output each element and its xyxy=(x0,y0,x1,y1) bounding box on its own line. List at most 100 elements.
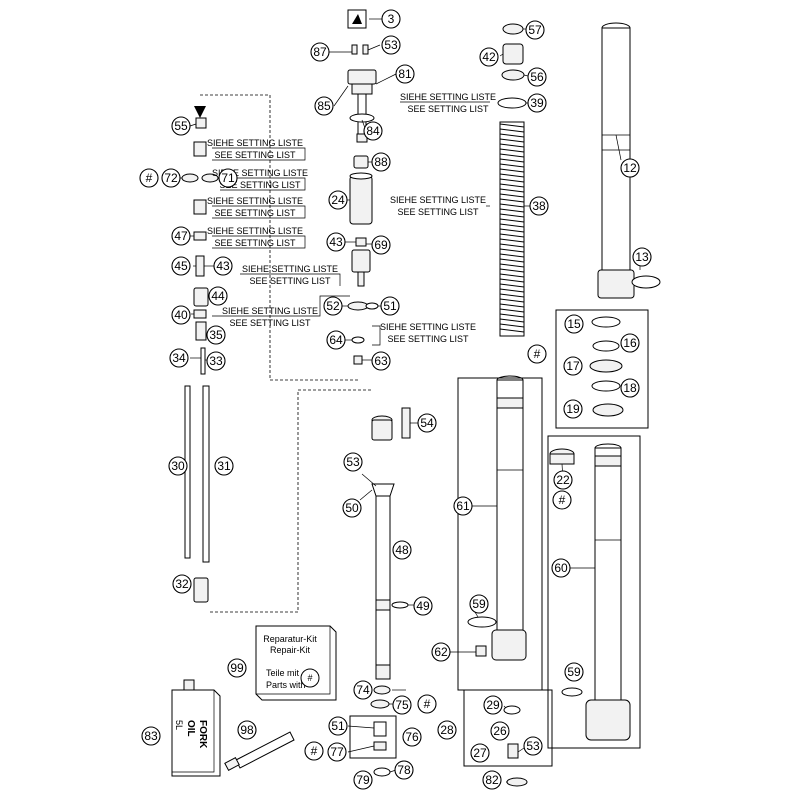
callout-28: 28 xyxy=(437,720,457,740)
spring-coil xyxy=(499,238,525,243)
spring-coil xyxy=(499,213,525,218)
spring-coil xyxy=(499,323,525,328)
svg-text:52: 52 xyxy=(326,299,340,313)
spring-coil xyxy=(499,248,525,253)
callout-39: 39 xyxy=(527,93,547,113)
callout-48: 48 xyxy=(392,540,412,560)
part-cartridge-24 xyxy=(349,172,373,225)
callout-12: 12 xyxy=(620,158,640,178)
svg-text:26: 26 xyxy=(493,724,507,738)
callout-24: 24 xyxy=(328,190,348,210)
svg-text:27: 27 xyxy=(473,746,487,760)
callout-29: 29 xyxy=(483,695,503,715)
callout-15: 15 xyxy=(564,314,584,334)
spring-coil xyxy=(499,318,525,323)
svg-text:35: 35 xyxy=(209,328,223,342)
svg-text:72: 72 xyxy=(164,171,178,185)
part-decal-3 xyxy=(347,9,367,29)
svg-text:SIEHE SETTING LISTE: SIEHE SETTING LISTE xyxy=(242,264,338,274)
callout-61: 61 xyxy=(453,496,473,516)
callout-27: 27 xyxy=(470,743,490,763)
svg-text:83: 83 xyxy=(144,729,158,743)
svg-text:61: 61 xyxy=(456,499,470,513)
svg-text:SEE SETTING LIST: SEE SETTING LIST xyxy=(249,276,331,286)
bottom-right-box xyxy=(463,689,553,767)
svg-text:SEE SETTING LIST: SEE SETTING LIST xyxy=(229,318,311,328)
spring-coil xyxy=(499,278,525,283)
svg-text:47: 47 xyxy=(174,229,188,243)
svg-text:24: 24 xyxy=(331,193,345,207)
callout-55: 55 xyxy=(171,116,191,136)
callout-57: 57 xyxy=(525,20,545,40)
svg-text:53: 53 xyxy=(384,38,398,52)
callout-51b: 51 xyxy=(328,716,348,736)
callout-53b: 53 xyxy=(343,452,363,472)
callout-59a: 59 xyxy=(469,594,489,614)
svg-text:59: 59 xyxy=(472,597,486,611)
callout-26: 26 xyxy=(490,721,510,741)
spring-coil xyxy=(499,183,525,188)
svg-text:98: 98 xyxy=(240,723,254,737)
label-brackets xyxy=(212,101,490,346)
part-oring-59b xyxy=(561,687,583,697)
callout-71: 71 xyxy=(218,168,238,188)
spring-coil xyxy=(499,288,525,293)
svg-text:#: # xyxy=(559,493,566,507)
svg-text:19: 19 xyxy=(566,402,580,416)
svg-text:59: 59 xyxy=(567,665,581,679)
svg-text:43: 43 xyxy=(216,259,230,273)
svg-text:5L: 5L xyxy=(174,720,184,730)
callout-64: 64 xyxy=(326,330,346,350)
callout-60: 60 xyxy=(551,558,571,578)
svg-text:SIEHE SETTING LISTE: SIEHE SETTING LISTE xyxy=(222,306,318,316)
callout-31: 31 xyxy=(214,456,234,476)
svg-text:57: 57 xyxy=(528,23,542,37)
callout-51: 51 xyxy=(380,296,400,316)
svg-text:SIEHE SETTING LISTE: SIEHE SETTING LISTE xyxy=(207,226,303,236)
callout-83: 83 xyxy=(141,726,161,746)
svg-text:63: 63 xyxy=(374,354,388,368)
callout-32: 32 xyxy=(172,574,192,594)
spring-coil xyxy=(499,133,525,138)
callout-74: 74 xyxy=(353,680,373,700)
spring-coil xyxy=(499,308,525,313)
callout-47: 47 xyxy=(171,226,191,246)
part-damper-rod-48 xyxy=(371,407,411,680)
callout-98: 98 xyxy=(237,720,257,740)
callout-44: 44 xyxy=(208,286,228,306)
svg-text:SIEHE SETTING LISTE: SIEHE SETTING LISTE xyxy=(207,196,303,206)
part-outer-tube-12 xyxy=(597,22,661,299)
svg-text:31: 31 xyxy=(217,459,231,473)
part-bushing-88 xyxy=(353,155,369,169)
spring-coil xyxy=(499,268,525,273)
svg-text:SIEHE SETTING LISTE: SIEHE SETTING LISTE xyxy=(390,195,486,205)
spring-coil xyxy=(499,143,525,148)
spring-coil xyxy=(499,198,525,203)
svg-text:53: 53 xyxy=(526,739,540,753)
callout-30: 30 xyxy=(168,456,188,476)
svg-text:SIEHE SETTING LISTE: SIEHE SETTING LISTE xyxy=(400,92,496,102)
svg-text:22: 22 xyxy=(556,473,570,487)
callout-79: 79 xyxy=(353,770,373,790)
part-inner-tube-61 xyxy=(491,375,527,661)
svg-text:51: 51 xyxy=(383,299,397,313)
hash-marker-4: # xyxy=(417,694,437,714)
svg-text:54: 54 xyxy=(420,416,434,430)
svg-text:#: # xyxy=(307,673,312,683)
svg-text:28: 28 xyxy=(440,723,454,737)
svg-text:44: 44 xyxy=(211,289,225,303)
spring-coil xyxy=(499,328,525,333)
svg-text:39: 39 xyxy=(530,96,544,110)
callout-38: 38 xyxy=(529,196,549,216)
spring-coil xyxy=(499,293,525,298)
svg-text:50: 50 xyxy=(345,501,359,515)
part-inner-tube-60 xyxy=(549,443,631,741)
svg-text:SEE SETTING LIST: SEE SETTING LIST xyxy=(397,207,479,217)
callout-18: 18 xyxy=(620,378,640,398)
svg-text:45: 45 xyxy=(174,259,188,273)
svg-text:71: 71 xyxy=(221,171,235,185)
callout-87: 87 xyxy=(310,42,330,62)
callout-77: 77 xyxy=(327,742,347,762)
callout-53: 53 xyxy=(381,35,401,55)
svg-text:56: 56 xyxy=(530,70,544,84)
